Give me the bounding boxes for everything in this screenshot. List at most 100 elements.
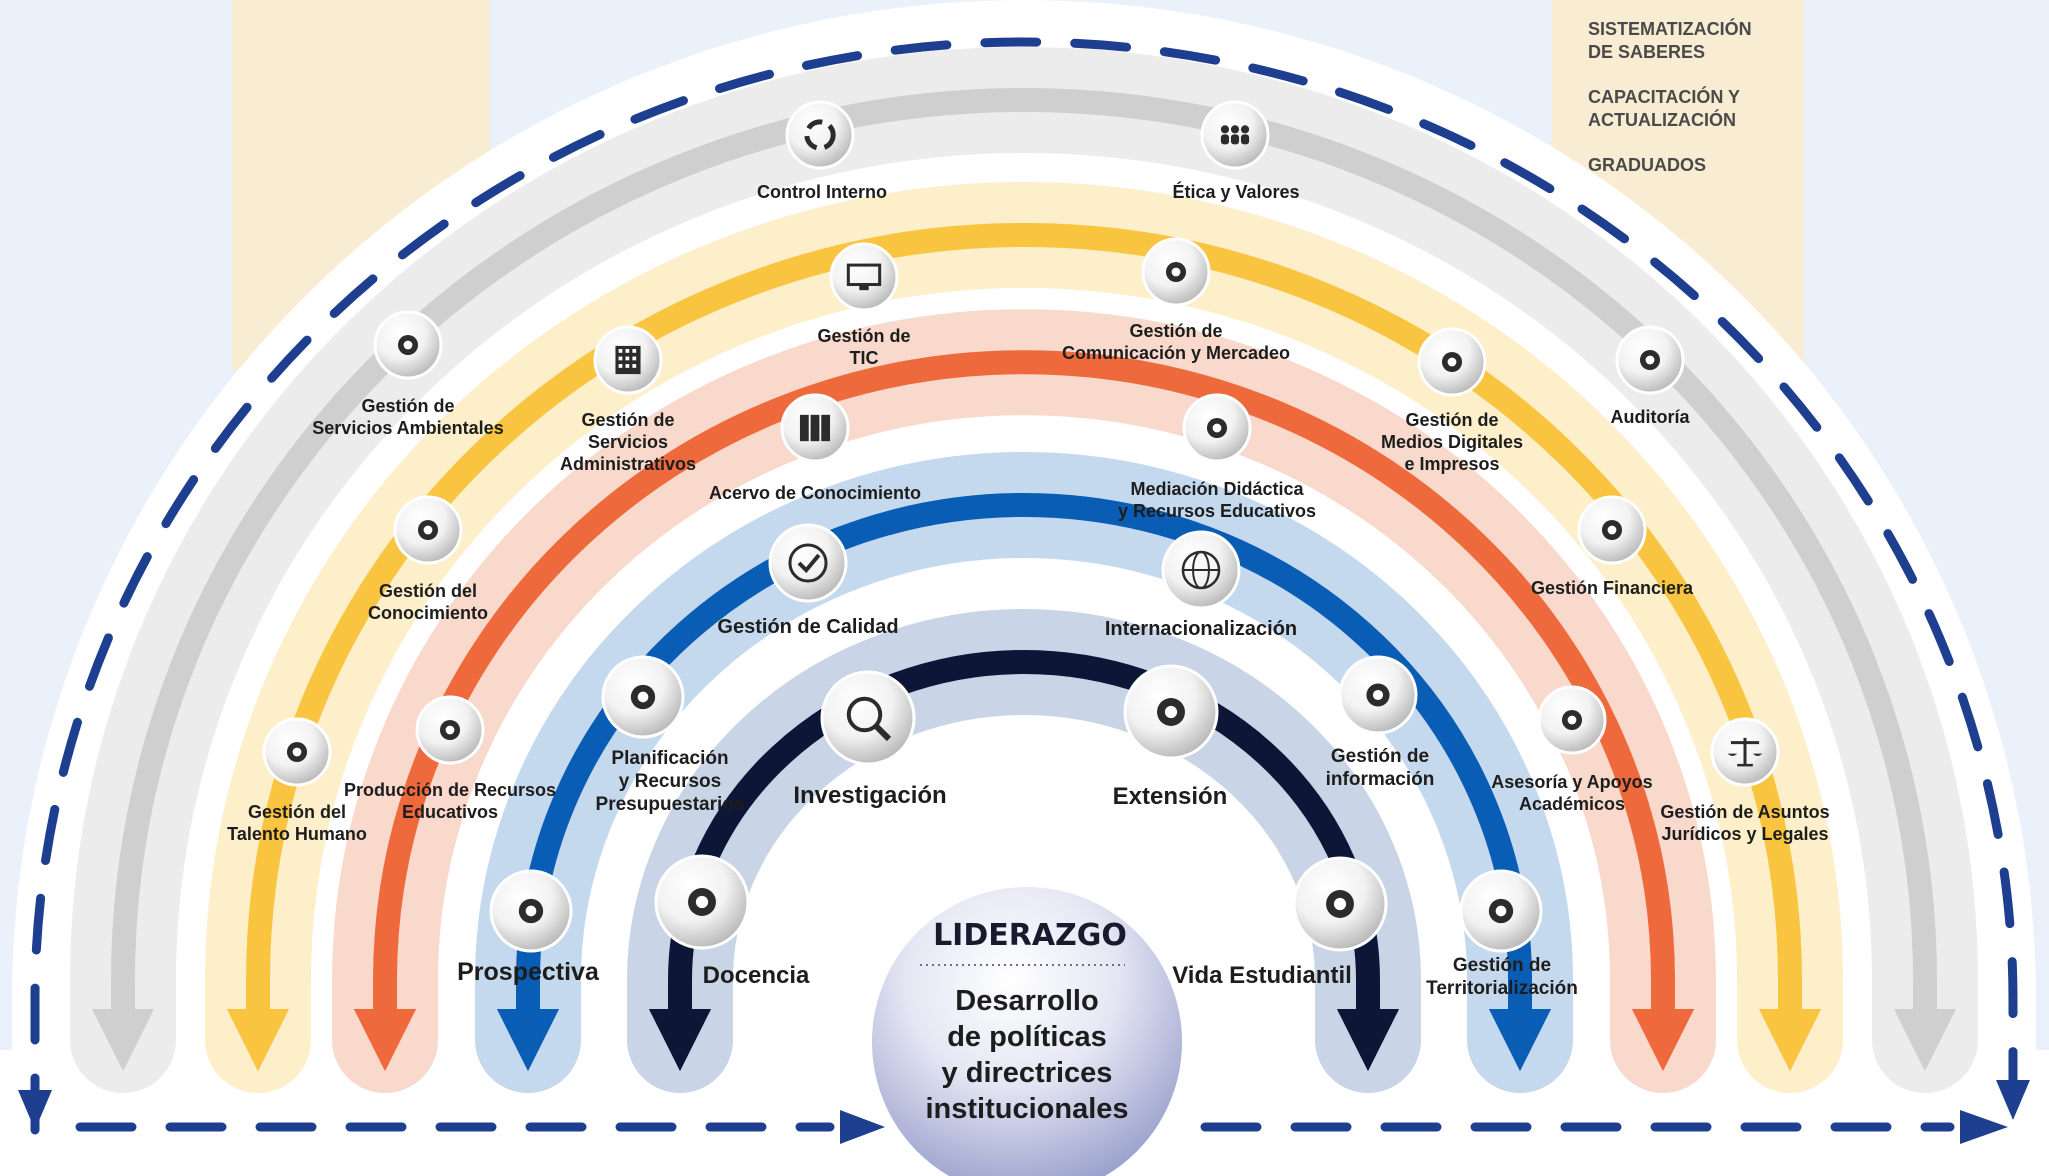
- ring-navy: [648, 650, 1400, 1072]
- node-label: Investigación: [793, 782, 946, 809]
- center-subtitle-line-1: Desarrollo: [955, 985, 1098, 1017]
- world-map-icon: [518, 898, 544, 924]
- baseline-arrow-right: [1960, 1110, 2008, 1144]
- ring-blue: [496, 493, 1552, 1072]
- outer-ring-arrow-left: [18, 1090, 52, 1130]
- node-label: Auditoría: [1611, 407, 1691, 427]
- node-label: Jurídicos y Legales: [1661, 824, 1828, 844]
- node-label: Planificación: [611, 748, 728, 769]
- node-label: Gestión de: [1331, 746, 1429, 767]
- node-docencia: Docencia: [654, 854, 810, 989]
- globe-icon: [1181, 550, 1221, 590]
- building-icon: [615, 345, 641, 375]
- node-label: y Recursos Educativos: [1118, 501, 1316, 521]
- ring-gray: [91, 88, 1957, 1072]
- node-label: Talento Humano: [227, 824, 367, 844]
- node-label: Comunicación y Mercadeo: [1062, 343, 1290, 363]
- head-gear-icon: [417, 519, 439, 541]
- node-label: Control Interno: [757, 182, 887, 202]
- node-label: Educativos: [402, 802, 498, 822]
- people-group-icon: [1220, 125, 1250, 145]
- monitor-icon: [846, 263, 882, 291]
- node-label: Medios Digitales: [1381, 432, 1523, 452]
- node-label: e Impresos: [1404, 454, 1499, 474]
- center-subtitle-line-2: de políticas: [947, 1021, 1107, 1053]
- center-subtitle-line-3: y directrices: [942, 1057, 1113, 1089]
- node-label: Gestión de Asuntos: [1660, 802, 1829, 822]
- outer-ring-arrow-right: [1996, 1080, 2030, 1120]
- node-label: Gestión de Calidad: [717, 616, 898, 638]
- check-circle-icon: [788, 543, 828, 583]
- node-control-interno: Control Interno: [757, 100, 887, 202]
- coins-icon: [1601, 519, 1623, 541]
- broadcast-icon: [1165, 261, 1187, 283]
- alert-icon: [1366, 683, 1390, 707]
- side-list-item-capacitacion: CAPACITACIÓN Y ACTUALIZACIÓN: [1588, 87, 1741, 130]
- node-label: Gestión Financiera: [1531, 578, 1694, 598]
- ring-yellow: [226, 223, 1822, 1072]
- node-label: Prospectiva: [457, 958, 600, 986]
- node-extension: Extensión: [1113, 664, 1228, 810]
- side-list-item-graduados: GRADUADOS: [1588, 155, 1707, 175]
- node-gestion-calidad: Gestión de Calidad: [717, 523, 899, 638]
- node-auditoria: Auditoría: [1611, 325, 1691, 427]
- node-label: Ética y Valores: [1172, 181, 1299, 202]
- student-icon: [1326, 890, 1354, 918]
- binders-icon: [799, 414, 831, 442]
- plant-hand-icon: [397, 334, 419, 356]
- node-label: y Recursos: [619, 771, 721, 792]
- magnifier-icon: [846, 696, 892, 742]
- node-prospectiva: Prospectiva: [457, 869, 600, 986]
- country-map-icon: [1488, 898, 1514, 924]
- node-label: Gestión del: [379, 581, 477, 601]
- growth-chart-icon: [630, 684, 656, 710]
- printer-laptop-icon: [1441, 351, 1463, 373]
- node-label: Gestión de: [581, 410, 674, 430]
- node-label: Vida Estudiantil: [1172, 962, 1352, 989]
- teacher-screen-icon: [688, 888, 716, 916]
- tablet-icon: [439, 719, 461, 741]
- node-label: Internacionalización: [1105, 618, 1297, 640]
- node-label: Presupuestarios: [596, 794, 745, 815]
- node-label: Extensión: [1113, 783, 1228, 810]
- node-label: Conocimiento: [368, 603, 488, 623]
- node-label: Gestión de: [361, 396, 454, 416]
- node-circle: [820, 670, 916, 766]
- node-vida-estudiantil: Vida Estudiantil: [1172, 856, 1388, 989]
- node-label: Acervo de Conocimiento: [709, 483, 921, 503]
- node-label: Gestión de: [1405, 410, 1498, 430]
- teacher-board-icon: [1561, 709, 1583, 731]
- presentation-monitor-icon: [1206, 417, 1228, 439]
- center-circle: LIDERAZGO Desarrollo de políticas y dire…: [866, 881, 1188, 1176]
- node-label: Docencia: [703, 962, 810, 989]
- node-label: Académicos: [1519, 794, 1625, 814]
- node-label: Producción de Recursos: [344, 780, 556, 800]
- checklist-magnifier-icon: [1639, 349, 1661, 371]
- side-list-item-sistematizacion: SISTEMATIZACIÓN DE SABERES: [1588, 19, 1752, 62]
- node-label: TIC: [850, 348, 879, 368]
- node-label: Territorialización: [1426, 978, 1578, 999]
- node-label: Servicios: [588, 432, 668, 452]
- node-gestion-financiera: Gestión Financiera: [1531, 495, 1694, 598]
- node-label: Gestión de: [817, 326, 910, 346]
- node-circle: [768, 523, 848, 603]
- node-label: información: [1326, 769, 1435, 790]
- cycle-arrows-icon: [804, 119, 836, 151]
- baseline-arrow-left: [840, 1110, 885, 1144]
- side-list: SISTEMATIZACIÓN DE SABERES CAPACITACIÓN …: [1588, 18, 1788, 199]
